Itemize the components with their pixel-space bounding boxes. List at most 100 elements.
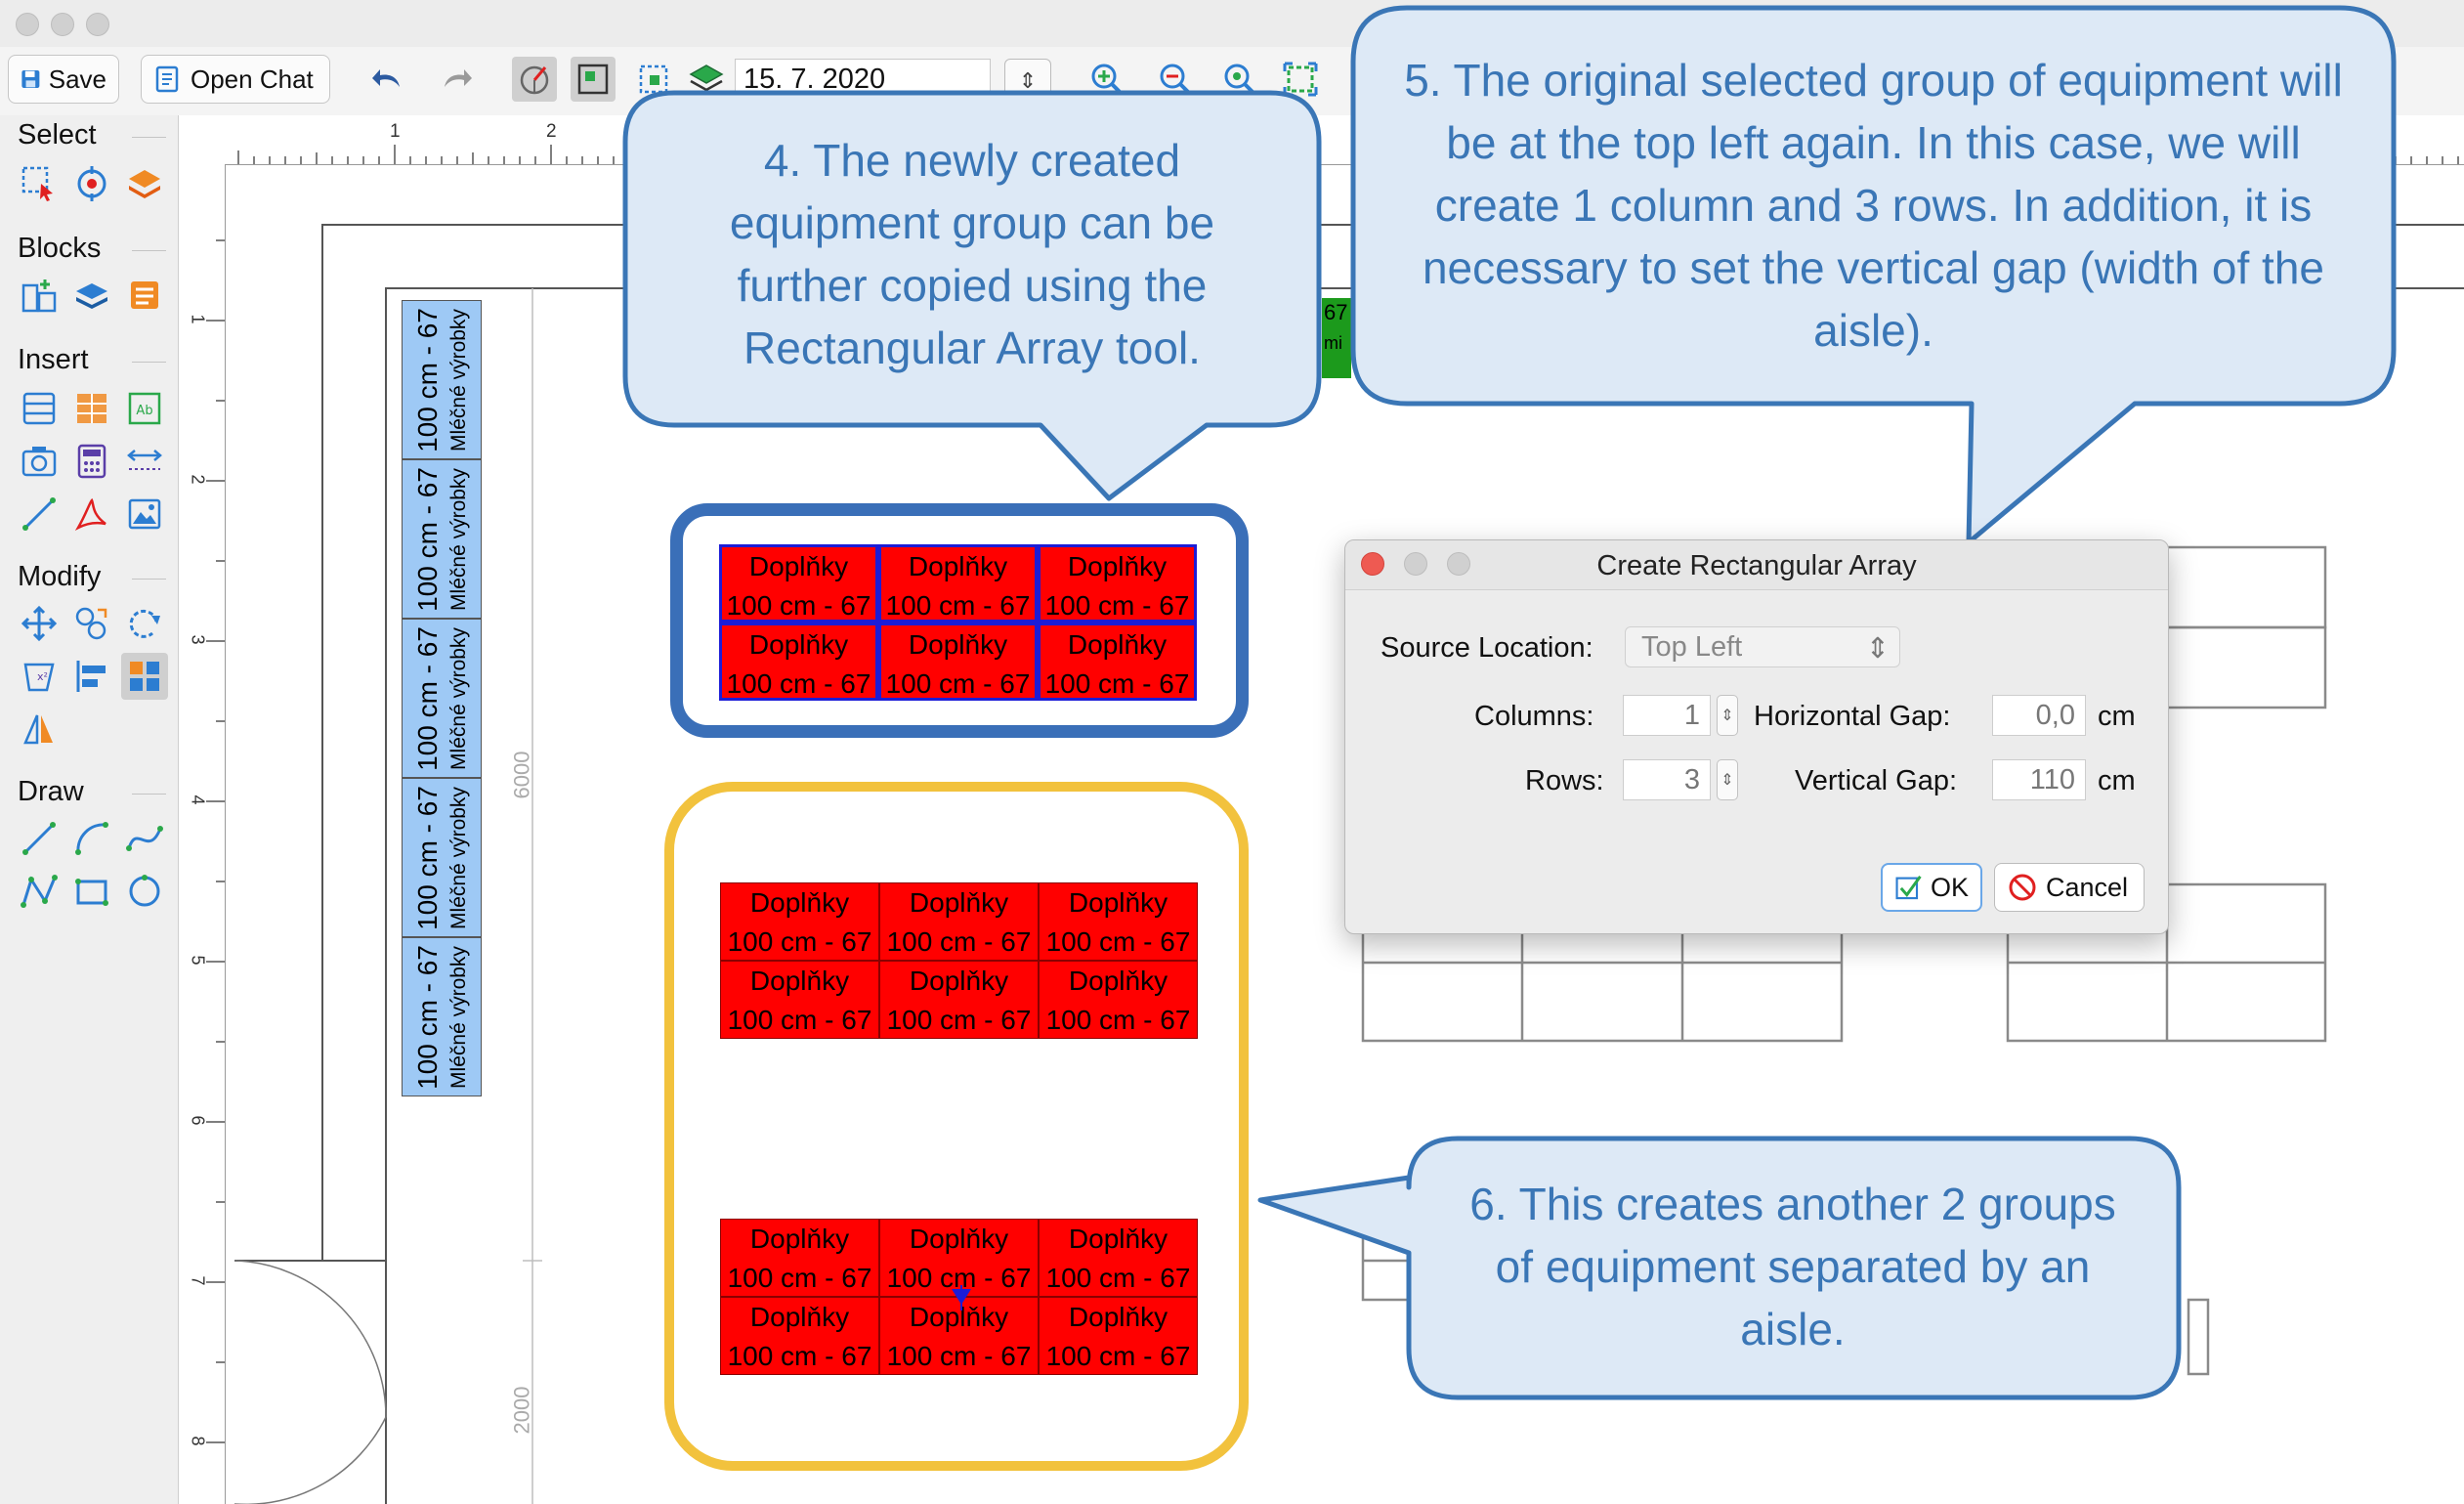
ok-button[interactable]: OK [1881, 863, 1982, 912]
insert-block-tool[interactable] [16, 272, 63, 319]
rack-name: Doplňky [749, 1224, 850, 1254]
insert-image-tool[interactable] [121, 491, 168, 537]
block-insert-icon [21, 279, 57, 313]
rows-input[interactable]: 3 [1623, 759, 1711, 800]
copy-tool[interactable] [68, 600, 115, 647]
stepper-chevron-icon: ⇕ [1721, 772, 1734, 789]
rack-name: Doplňky [748, 629, 849, 660]
move-tool[interactable] [16, 600, 63, 647]
curve-icon [126, 826, 163, 851]
green-fragment-label: 67 [1324, 300, 1348, 324]
block-list-tool[interactable] [121, 272, 168, 319]
zoom-extents-button[interactable] [1278, 57, 1323, 102]
rotate-tool[interactable] [121, 600, 168, 647]
columns-input[interactable]: 1 [1623, 695, 1711, 736]
scale-tool[interactable]: x² [16, 653, 63, 700]
insert-photo-tool[interactable] [16, 438, 63, 485]
insert-pdf-tool[interactable] [68, 491, 115, 537]
cancel-label: Cancel [2046, 872, 2129, 902]
snap-angle-toggle[interactable] [512, 57, 557, 102]
insert-shelf-tool[interactable] [16, 385, 63, 432]
angle-icon [520, 65, 549, 95]
select-chevron-icon: ⇕ [1865, 633, 1890, 665]
dialog-close-button[interactable] [1361, 552, 1384, 576]
dialog-zoom-button[interactable] [1447, 552, 1470, 576]
draw-rectangle-tool[interactable] [68, 868, 115, 915]
undo-button[interactable] [365, 57, 410, 102]
insert-line-tool[interactable] [16, 491, 63, 537]
window-zoom-button[interactable] [86, 13, 109, 36]
callout-6-text: 6. This creates another 2 groups of equi… [1469, 1179, 2116, 1354]
window-minimize-button[interactable] [51, 13, 74, 36]
rack-name: Doplňky [1067, 629, 1168, 660]
horizontal-gap-input[interactable]: 0,0 [1992, 695, 2086, 736]
insert-dimension-tool[interactable] [121, 438, 168, 485]
section-title-modify: Modify [18, 561, 102, 592]
source-location-value: Top Left [1641, 631, 1743, 663]
section-title-insert: Insert [18, 344, 89, 375]
ok-label: OK [1930, 872, 1969, 902]
draw-curve-tool[interactable] [121, 815, 168, 862]
save-button[interactable]: Save [8, 55, 119, 104]
insert-table-tool[interactable] [68, 385, 115, 432]
insert-text-tool[interactable]: Ab [121, 385, 168, 432]
snap-grid-toggle[interactable] [571, 57, 616, 102]
section-title-draw: Draw [18, 776, 84, 807]
draw-line-tool[interactable] [16, 815, 63, 862]
columns-stepper[interactable]: ⇕ [1717, 695, 1738, 736]
window-close-button[interactable] [16, 13, 39, 36]
open-chat-button[interactable]: Open Chat [141, 55, 330, 104]
insert-calculator-tool[interactable] [68, 438, 115, 485]
horizontal-gap-label: Horizontal Gap: [1754, 701, 1951, 732]
select-layer-tool[interactable] [121, 160, 168, 207]
mirror-tool[interactable] [16, 706, 63, 752]
source-location-select[interactable]: Top Left ⇕ [1625, 626, 1900, 667]
rectangular-array-tool[interactable] [121, 653, 168, 700]
camera-icon [21, 447, 57, 477]
draw-arc-tool[interactable] [68, 815, 115, 862]
ruler-label: 1 [390, 121, 401, 142]
rack-name: Doplňky [908, 629, 1008, 660]
result-groups-highlight [664, 782, 1249, 1471]
redo-button[interactable] [434, 57, 479, 102]
rows-stepper[interactable]: ⇕ [1717, 759, 1738, 800]
cancel-button[interactable]: Cancel [1994, 863, 2145, 912]
rack-name: Doplňky [1068, 1302, 1168, 1332]
object-snap-button[interactable] [633, 57, 678, 102]
select-point-tool[interactable] [68, 160, 115, 207]
draw-polyline-tool[interactable] [16, 868, 63, 915]
align-tool[interactable] [68, 653, 115, 700]
draw-circle-tool[interactable] [121, 868, 168, 915]
dialog-minimize-button[interactable] [1404, 552, 1427, 576]
callout-bubble-6 [1257, 1136, 2182, 1400]
source-location-label: Source Location: [1381, 632, 1593, 664]
block-library-tool[interactable] [68, 272, 115, 319]
vertical-gap-input[interactable]: 110 [1992, 759, 2086, 800]
green-equipment-fragment[interactable]: 67 mi [1322, 298, 1351, 378]
layers-button[interactable] [684, 57, 729, 102]
select-rectangle-tool[interactable] [16, 160, 63, 207]
